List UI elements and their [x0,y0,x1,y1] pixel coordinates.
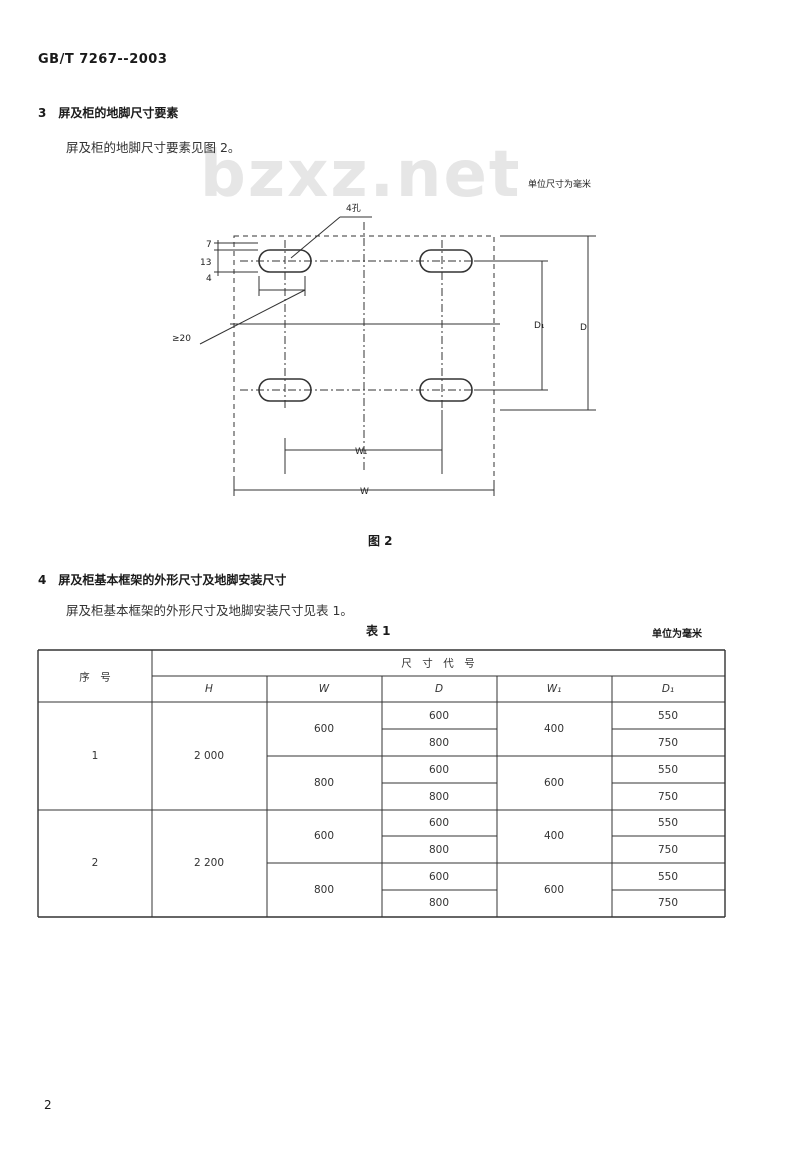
header-col-D: D [434,683,444,695]
D1-cell: 750 [657,844,679,856]
seq-cell: 1 [91,750,99,762]
header-col-W: W [318,683,330,695]
table-title: 表 1 [366,624,391,638]
D-cell: 800 [428,791,450,803]
section-3-heading: 3 屏及柜的地脚尺寸要素 [38,106,179,120]
slot-hole-top-right [419,249,473,273]
header-seq: 序 号 [79,671,111,684]
D1-cell: 550 [657,871,679,883]
W1-cell: 400 [543,830,565,842]
label-D: D [580,323,587,333]
label-W1: W₁ [355,447,368,457]
figure-caption: 图 2 [368,534,393,548]
W-cell: 800 [313,884,335,896]
D1-cell: 750 [657,737,679,749]
label-dim-7: 7 [206,240,212,250]
section-4-heading: 4 屏及柜基本框架的外形尺寸及地脚安装尺寸 [38,573,287,587]
label-dim-4: 4 [206,274,212,284]
label-holes: 4孔 [346,203,361,214]
seq-cell: 2 [91,857,99,869]
slot-hole-top-left [258,249,312,273]
W-cell: 600 [313,723,335,735]
standard-number: GB/T 7267--2003 [38,52,168,67]
section-4-paragraph: 屏及柜基本框架的外形尺寸及地脚安装尺寸见表 1。 [66,603,353,618]
header-group: 尺 寸 代 号 [401,657,475,670]
header-col-H: H [205,683,213,695]
figure-2-drawing: 4孔 7 13 4 ≥20 W₁ W D₁ D [172,203,596,497]
D1-cell: 550 [657,764,679,776]
holes-leader [290,216,341,259]
ge20-leader [199,289,306,345]
D1-cell: 550 [657,710,679,722]
table-unit-note: 单位为毫米 [652,629,702,640]
label-ge20: ≥20 [172,334,191,344]
W1-cell: 600 [543,884,565,896]
figure-unit-note: 单位尺寸为毫米 [528,180,592,190]
D-cell: 600 [428,764,450,776]
D1-cell: 550 [657,817,679,829]
page-number: 2 [44,1098,52,1112]
header-col-D1: D₁ [661,683,675,695]
W-cell: 800 [313,777,335,789]
W-cell: 600 [313,830,335,842]
D1-cell: 750 [657,897,679,909]
W1-cell: 600 [543,777,565,789]
slot-hole-bottom-right [419,378,473,402]
D-cell: 800 [428,897,450,909]
W1-cell: 400 [543,723,565,735]
D-cell: 600 [428,710,450,722]
D-cell: 600 [428,817,450,829]
H-cell: 2 200 [193,857,225,869]
label-dim-13: 13 [200,258,211,268]
D-cell: 800 [428,737,450,749]
H-cell: 2 000 [193,750,225,762]
table-1-grid [37,649,726,918]
label-W: W [360,487,369,497]
D-cell: 600 [428,871,450,883]
section-3-paragraph: 屏及柜的地脚尺寸要素见图 2。 [66,140,241,155]
watermark: bzxz.net [200,138,522,212]
D-cell: 800 [428,844,450,856]
label-D1: D₁ [534,321,545,331]
D1-cell: 750 [657,791,679,803]
slot-hole-bottom-left [258,378,312,402]
header-col-W1: W₁ [546,683,562,695]
